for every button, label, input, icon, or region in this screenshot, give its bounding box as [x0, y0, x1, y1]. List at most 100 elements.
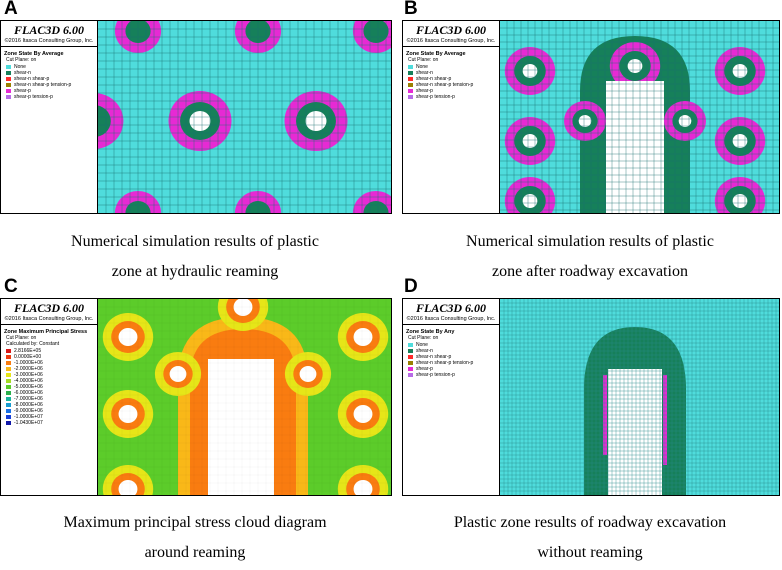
legend-entry: shear-n shear-p tension-p	[408, 82, 499, 88]
legend-entry: -1.0430E+07	[6, 420, 97, 426]
legend-swatch	[408, 343, 413, 347]
legend-entry: shear-p tension-p	[408, 372, 499, 378]
panel-b-letter: B	[404, 0, 418, 19]
legend-entry: shear-n shear-p	[408, 76, 499, 82]
legend-label: shear-p tension-p	[416, 372, 455, 378]
borehole-stress-ring	[233, 299, 253, 316]
legend-swatch	[6, 95, 11, 99]
legend-label: -1.0000E+07	[14, 414, 43, 420]
borehole-plastic-zone	[578, 115, 592, 127]
mesh-grid	[98, 21, 391, 213]
panel-d-legend: FLAC3D 6.00 ©2016 Itasca Consulting Grou…	[403, 299, 500, 495]
legend-swatch	[408, 361, 413, 365]
legend-entry: shear-p	[6, 88, 97, 94]
legend-label: shear-n shear-p	[416, 76, 452, 82]
legend-entry: -5.0000E+06	[6, 384, 97, 390]
legend-label: None	[416, 342, 428, 348]
legend-label: shear-p	[14, 88, 31, 94]
legend-swatch	[408, 367, 413, 371]
legend-entry: -9.0000E+06	[6, 408, 97, 414]
copyright-notice: ©2016 Itasca Consulting Group, Inc.	[1, 316, 97, 325]
legend-label: shear-n	[416, 70, 433, 76]
caption-line-1: Maximum principal stress cloud diagram	[63, 514, 327, 531]
legend-entry: None	[408, 64, 499, 70]
mesh-grid	[500, 299, 779, 495]
legend-entry: -6.0000E+06	[6, 390, 97, 396]
legend-label: shear-p	[416, 366, 433, 372]
legend-entry: shear-p tension-p	[6, 94, 97, 100]
roadway-opening	[608, 369, 662, 495]
legend-label: shear-p tension-p	[416, 94, 455, 100]
panel-d-plot	[500, 299, 779, 495]
legend-label: shear-p tension-p	[14, 94, 53, 100]
legend-label: None	[14, 64, 26, 70]
legend-entry: -2.0000E+06	[6, 366, 97, 372]
legend-label: shear-n	[416, 348, 433, 354]
borehole-plastic-zone	[522, 194, 538, 208]
caption-line-1: Plastic zone results of roadway excavati…	[453, 514, 727, 531]
borehole-plastic-zone	[363, 21, 389, 43]
legend-swatch	[6, 397, 11, 401]
panel-c-caption: Maximum principal stress cloud diagram a…	[0, 508, 390, 568]
borehole-plastic-zone	[627, 59, 643, 73]
cut-plane-label: Cut Plane: on	[6, 57, 37, 63]
legend-label: shear-n shear-p	[416, 354, 452, 360]
legend-swatch	[6, 415, 11, 419]
caption-line-2: zone at hydraulic reaming	[111, 263, 279, 280]
copyright-notice: ©2016 Itasca Consulting Group, Inc.	[403, 38, 499, 47]
legend-entry: -8.0000E+06	[6, 402, 97, 408]
legend-swatch	[6, 71, 11, 75]
borehole-plastic-zone	[732, 194, 748, 208]
borehole-plastic-zone	[305, 111, 327, 131]
borehole-plastic-zone	[189, 111, 211, 131]
legend-entry: shear-n shear-p tension-p	[6, 82, 97, 88]
borehole-stress-ring	[353, 405, 373, 423]
software-title: FLAC3D 6.00	[415, 301, 486, 315]
legend-swatch	[408, 95, 413, 99]
caption-line-2: without reaming	[537, 544, 643, 561]
legend-heading: Zone State By Any	[406, 329, 455, 335]
legend-label: -5.0000E+06	[14, 384, 43, 390]
legend-label: -6.0000E+06	[14, 390, 43, 396]
legend-entry: shear-n	[408, 70, 499, 76]
legend-entry: -1.0000E+07	[6, 414, 97, 420]
legend-heading: Zone State By Average	[406, 51, 466, 57]
borehole-plastic-zone	[98, 105, 111, 137]
cut-plane-label: Cut Plane: on	[408, 335, 439, 341]
legend-swatch	[6, 355, 11, 359]
panel-b-plot	[500, 21, 779, 213]
legend-swatch	[6, 65, 11, 69]
panel-c-legend: FLAC3D 6.00 ©2016 Itasca Consulting Grou…	[1, 299, 98, 495]
legend-swatch	[6, 409, 11, 413]
panel-d-figure: FLAC3D 6.00 ©2016 Itasca Consulting Grou…	[402, 298, 780, 496]
legend-label: shear-n shear-p tension-p	[416, 360, 474, 366]
legend-label: -8.0000E+06	[14, 402, 43, 408]
borehole-stress-ring	[118, 480, 138, 495]
legend-swatch	[6, 361, 11, 365]
legend-heading: Zone Maximum Principal Stress	[4, 329, 88, 335]
borehole-stress-ring	[169, 366, 187, 382]
software-title: FLAC3D 6.00	[13, 23, 84, 37]
legend-swatch	[6, 77, 11, 81]
calculated-by-label: Calculated by: Constant	[6, 341, 60, 347]
panel-a-figure: FLAC3D 6.00 ©2016 Itasca Consulting Grou…	[0, 20, 392, 214]
roadway-opening	[208, 359, 274, 495]
borehole-plastic-zone	[732, 134, 748, 148]
legend-swatch	[408, 355, 413, 359]
shear-p-zone	[663, 375, 667, 465]
legend-entry: 0.0000E+00	[6, 354, 97, 360]
legend-heading: Zone State By Average	[4, 51, 64, 57]
legend-label: None	[416, 64, 428, 70]
caption-line-1: Numerical simulation results of plastic	[71, 233, 319, 250]
legend-label: -4.0000E+06	[14, 378, 43, 384]
legend-entry: None	[6, 64, 97, 70]
legend-swatch	[6, 391, 11, 395]
panel-d-letter: D	[404, 276, 418, 297]
legend-entry: shear-p	[408, 366, 499, 372]
legend-entry: shear-n	[408, 348, 499, 354]
legend-swatch	[408, 349, 413, 353]
legend-swatch	[408, 373, 413, 377]
legend-label: -3.0000E+06	[14, 372, 43, 378]
legend-label: shear-n shear-p tension-p	[14, 82, 72, 88]
